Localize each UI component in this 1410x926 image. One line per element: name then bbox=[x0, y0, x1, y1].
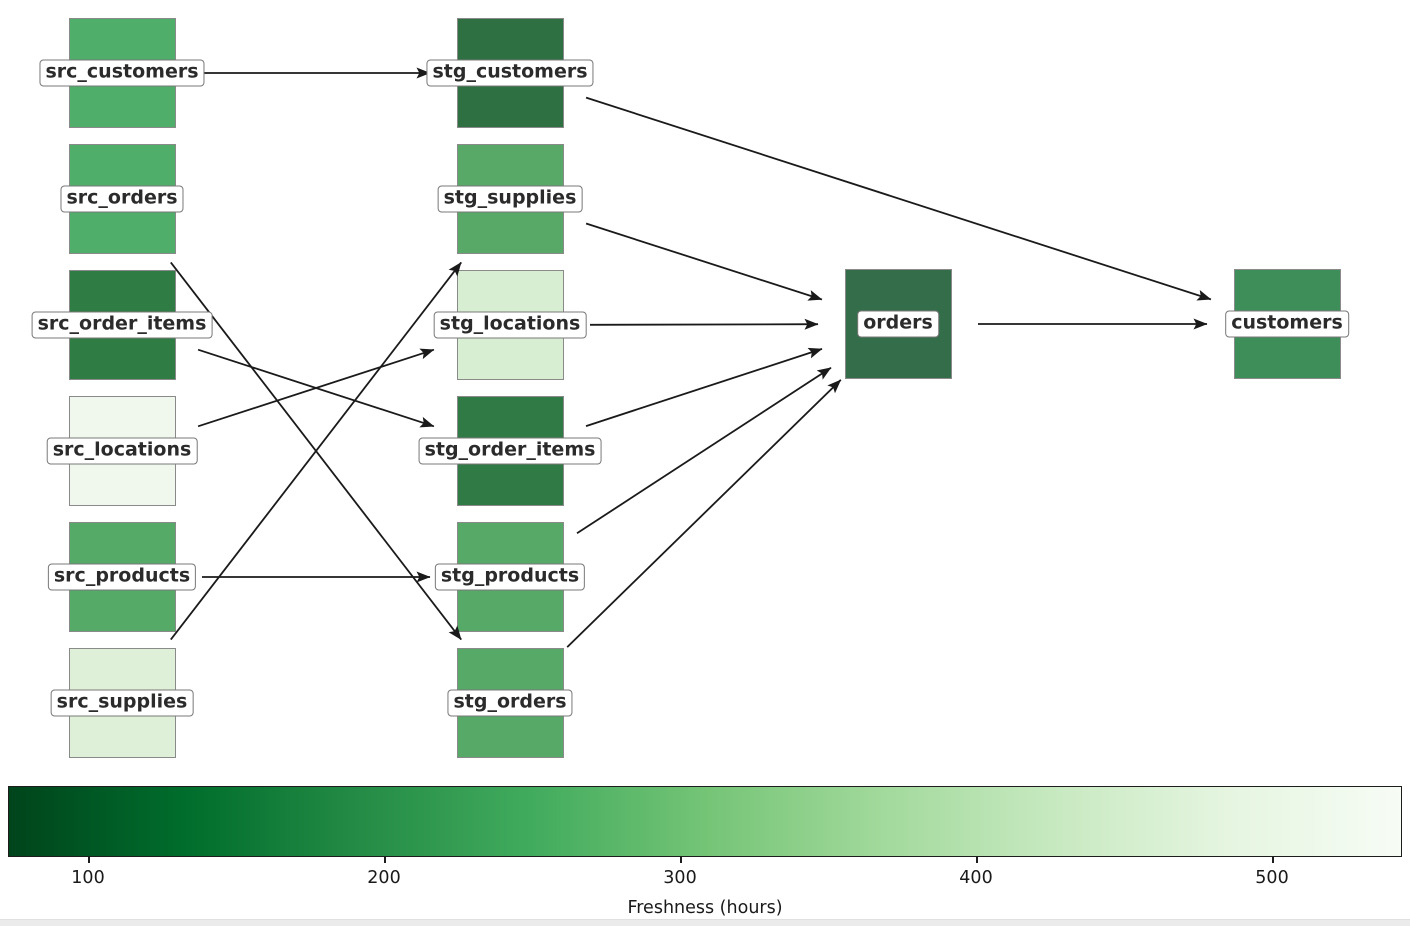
colorbar-tickmark-500 bbox=[1272, 857, 1274, 863]
node-label-stg_products: stg_products bbox=[434, 563, 586, 591]
node-label-src_orders: src_orders bbox=[60, 185, 184, 213]
window-bottom-strip bbox=[0, 919, 1410, 926]
colorbar-tickmark-300 bbox=[680, 857, 682, 863]
colorbar-ticklabel-400: 400 bbox=[959, 868, 993, 888]
node-label-stg_locations: stg_locations bbox=[433, 311, 587, 339]
node-label-src_supplies: src_supplies bbox=[50, 689, 194, 717]
node-label-stg_orders: stg_orders bbox=[447, 689, 573, 717]
node-label-src_products: src_products bbox=[47, 563, 197, 591]
colorbar-ticklabel-300: 300 bbox=[663, 868, 697, 888]
node-label-customers: customers bbox=[1225, 310, 1349, 338]
freshness-colorbar bbox=[8, 786, 1402, 857]
node-label-src_locations: src_locations bbox=[46, 437, 198, 465]
node-label-src_order_items: src_order_items bbox=[31, 311, 213, 339]
colorbar-tickmark-400 bbox=[976, 857, 978, 863]
colorbar-ticklabel-200: 200 bbox=[367, 868, 401, 888]
node-label-src_customers: src_customers bbox=[39, 59, 205, 87]
node-label-orders: orders bbox=[857, 310, 939, 338]
node-label-stg_supplies: stg_supplies bbox=[437, 185, 583, 213]
colorbar-tickmark-200 bbox=[384, 857, 386, 863]
node-label-stg_order_items: stg_order_items bbox=[418, 437, 602, 465]
node-label-stg_customers: stg_customers bbox=[426, 59, 594, 87]
colorbar-axis-label: Freshness (hours) bbox=[627, 898, 783, 918]
colorbar-tickmark-100 bbox=[88, 857, 90, 863]
colorbar-ticklabel-100: 100 bbox=[71, 868, 105, 888]
colorbar-ticklabel-500: 500 bbox=[1255, 868, 1289, 888]
